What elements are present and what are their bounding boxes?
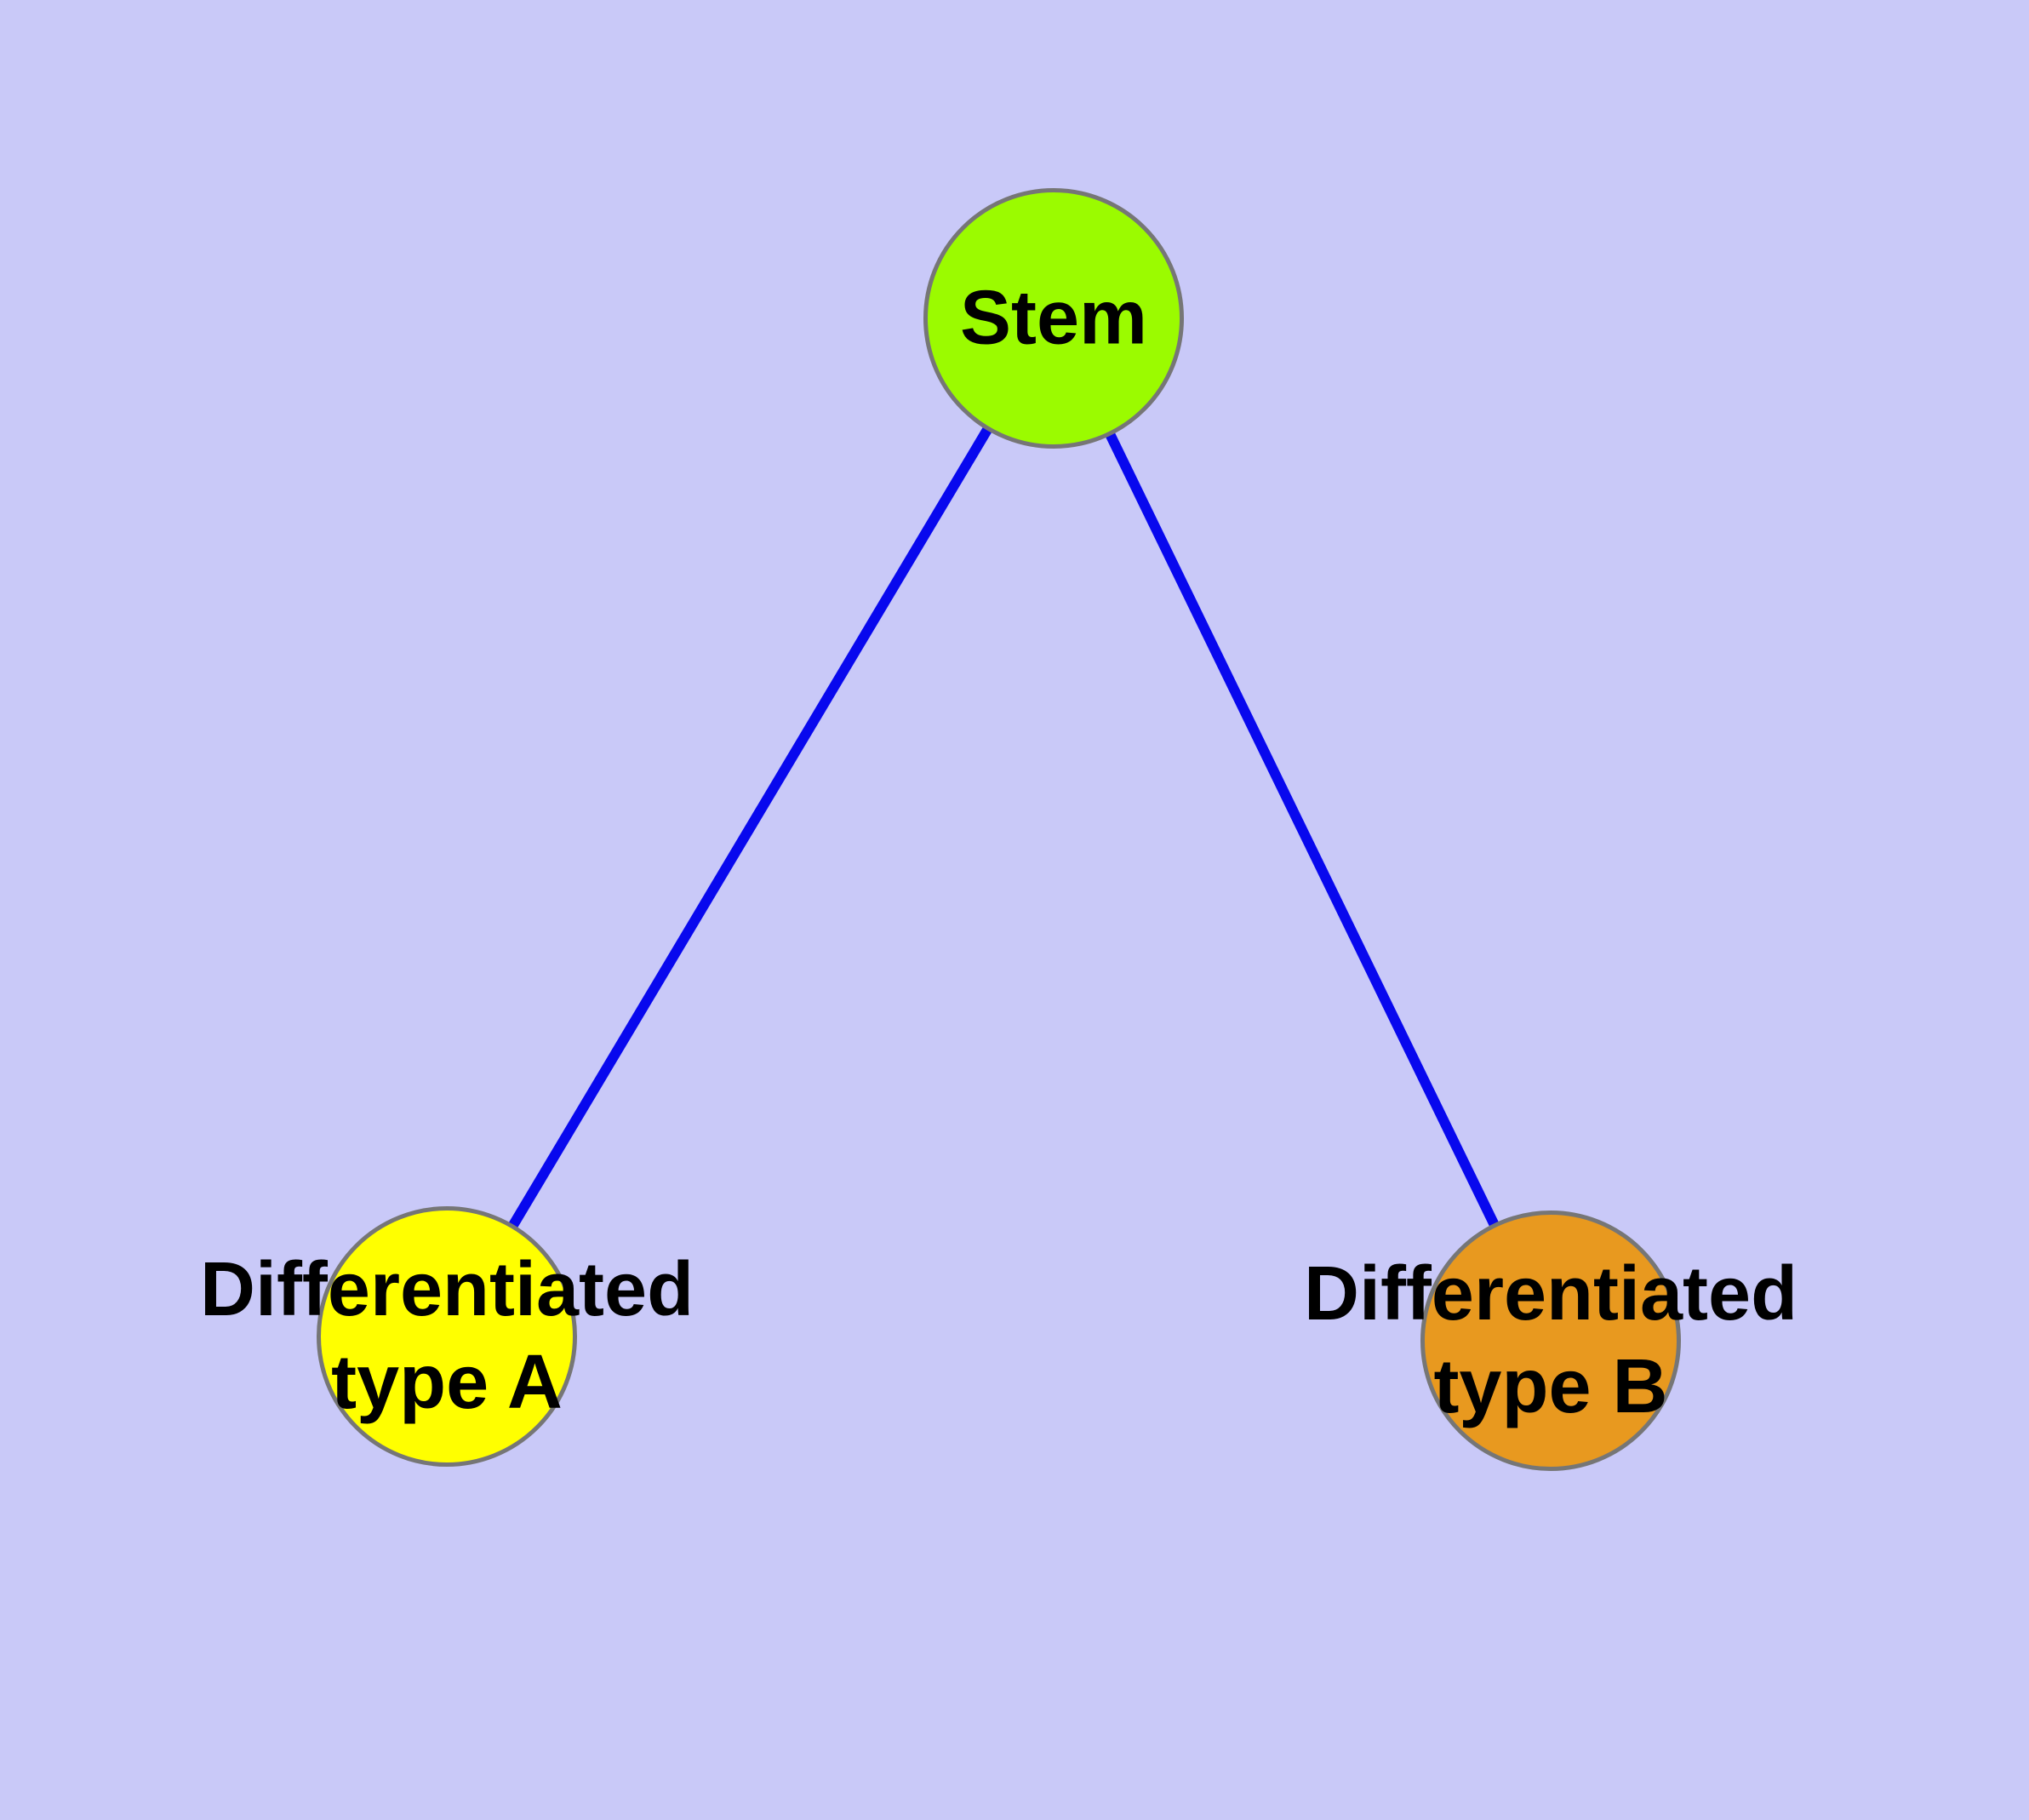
node-circle-type-a: [317, 1206, 577, 1467]
node-circle-type-b: [1420, 1210, 1681, 1471]
edge-stem-to-type-a: [442, 313, 1059, 1342]
edge-stem-to-type-b: [1049, 313, 1556, 1346]
node-circle-stem: [923, 188, 1184, 449]
